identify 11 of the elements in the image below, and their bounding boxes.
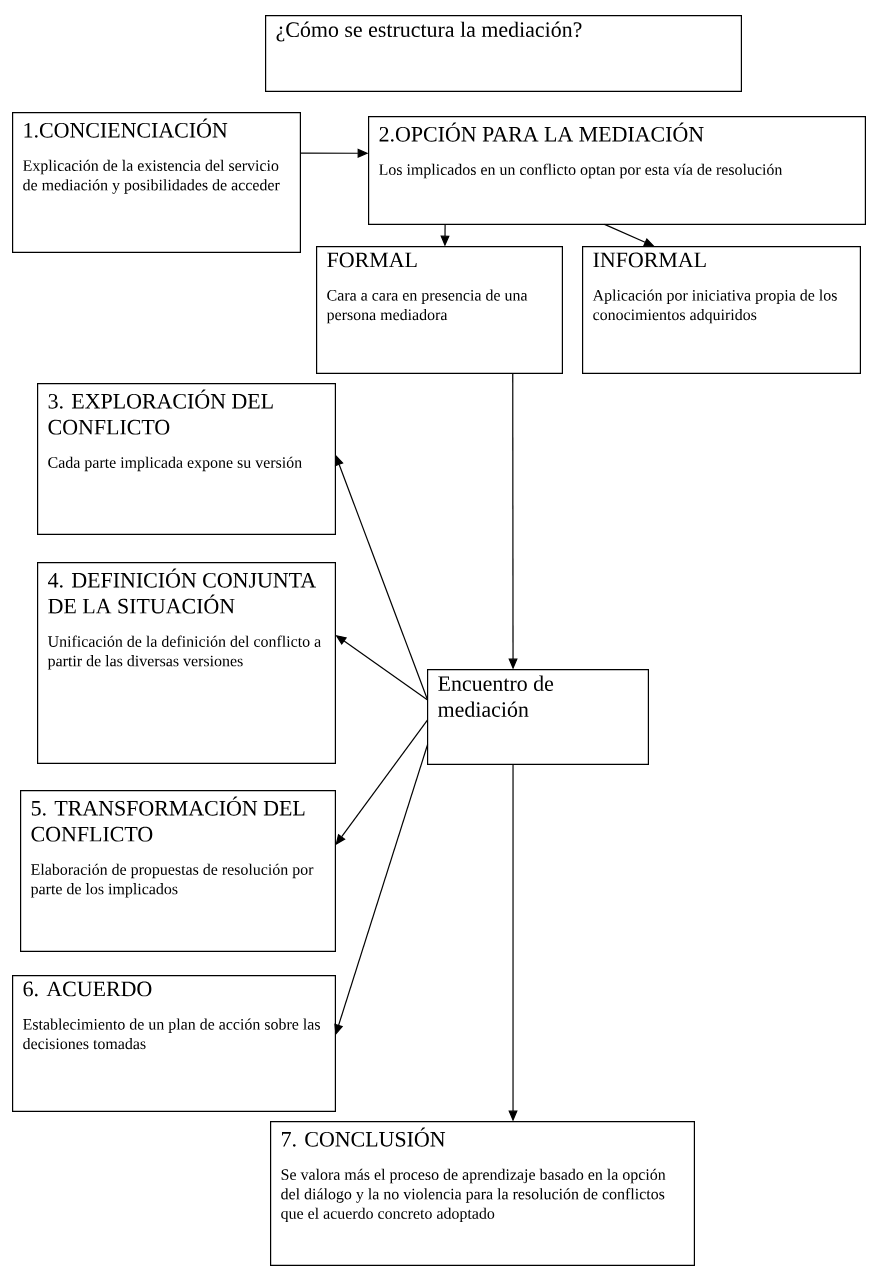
option-box: INFORMAL Aplicación por iniciativa propia de los conocimientos adquiridos bbox=[582, 246, 861, 374]
step-box: 1.CONCIENCIACIÓN Explicación de la existencia del servicio de mediación y posibilidades de acceder bbox=[12, 112, 301, 253]
title-box: ¿Cómo se estructura la mediación? bbox=[265, 15, 742, 92]
option-box: FORMAL Cara a cara en presencia de una persona mediadora bbox=[316, 246, 563, 374]
step-box: 2.OPCIÓN PARA LA MEDIACIÓN Los implicados en un conflicto optan por esta vía de resolución bbox=[368, 116, 866, 225]
meeting-box: Encuentro de mediación bbox=[427, 669, 649, 765]
step-box: 7. CONCLUSIÓN Se valora más el proceso de aprendizaje basado en la opción del diálogo y la no violencia para la resolución de conflictos que el acuerdo concreto adoptado bbox=[270, 1121, 695, 1266]
step-box: 6. ACUERDO Establecimiento de un plan de acción sobre las decisiones tomadas bbox=[12, 975, 336, 1112]
step-box: 3. EXPLORACIÓN DEL CONFLICTO Cada parte implicada expone su versión bbox=[37, 383, 336, 535]
step-box: 5. TRANSFORMACIÓN DEL CONFLICTO Elaboración de propuestas de resolución por parte de los implicados bbox=[20, 790, 336, 952]
step-box: 4. DEFINICIÓN CONJUNTA DE LA SITUACIÓN Unificación de la definición del conflicto a partir de las diversas versiones bbox=[37, 562, 336, 764]
